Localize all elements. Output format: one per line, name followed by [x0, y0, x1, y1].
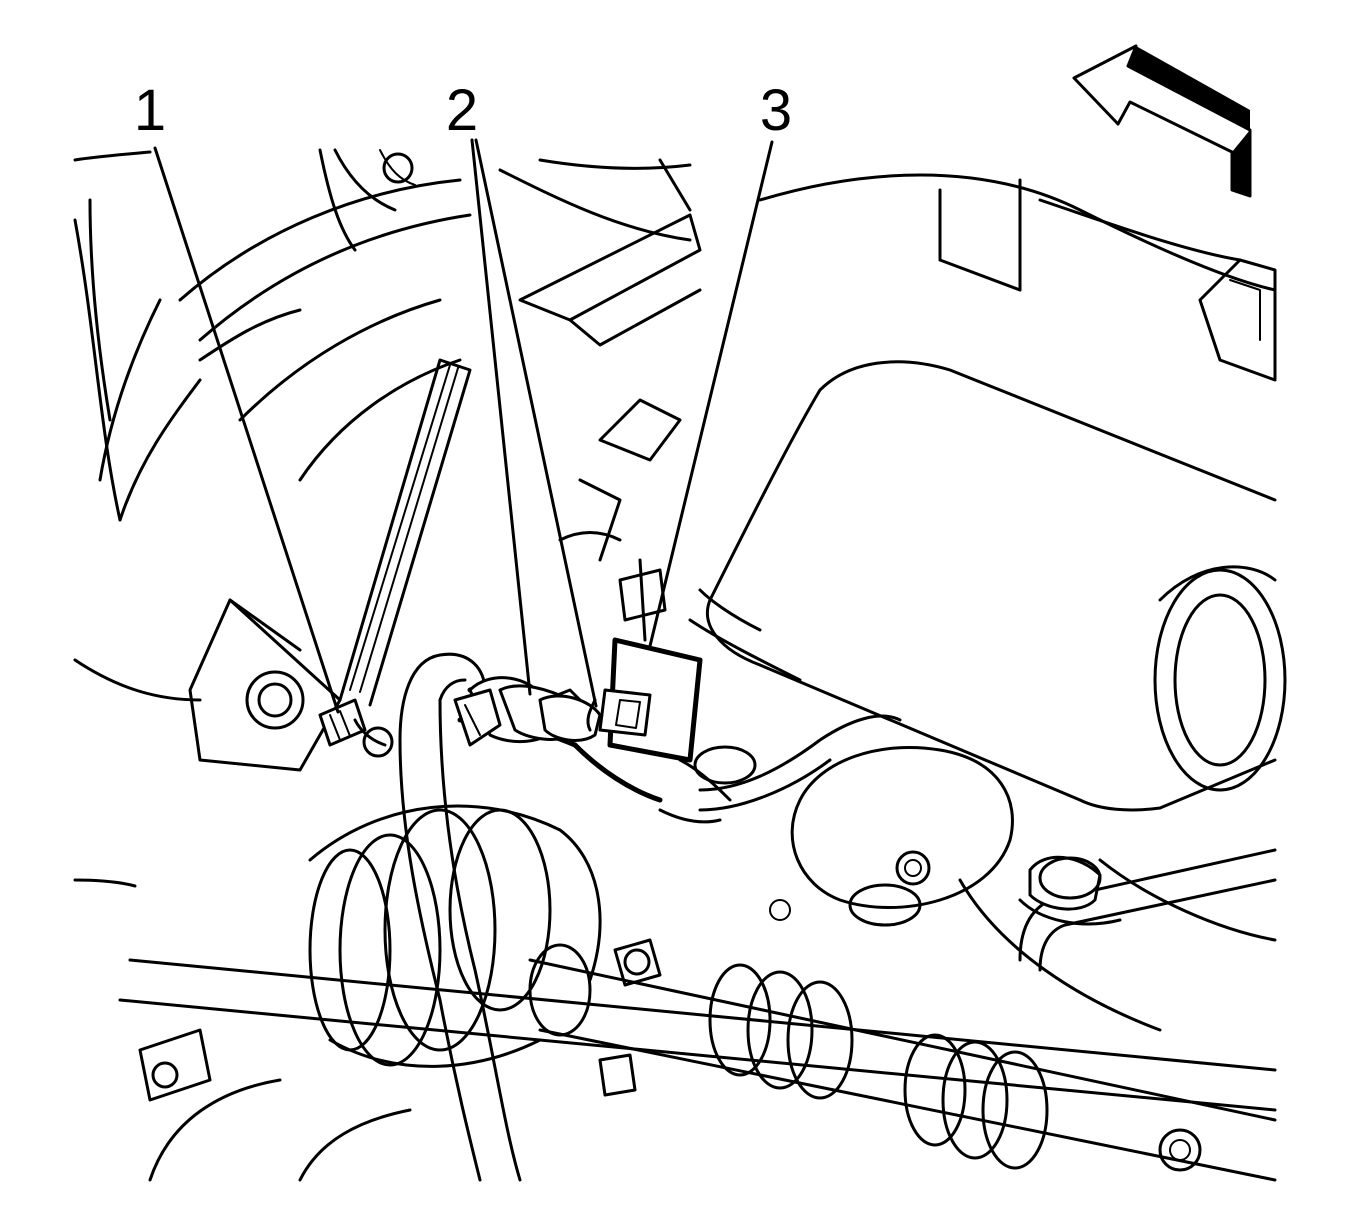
leader-line-2a [470, 138, 532, 696]
callout-label-2: 2 [445, 78, 479, 143]
leader-lines [153, 138, 774, 714]
leader-line-1 [153, 146, 340, 714]
coolant-hose [398, 652, 522, 1182]
wiring-harness [318, 398, 1277, 972]
front-direction-arrow-icon [1072, 44, 1252, 198]
callout-label-1: 1 [133, 78, 167, 143]
leader-line-2b [474, 138, 598, 708]
axle-boot [308, 804, 602, 1068]
engine-bay-background [73, 148, 1287, 1182]
callout-label-3: 3 [759, 78, 793, 143]
steering-tie-rod [528, 938, 1277, 1182]
leader-line-3 [648, 140, 774, 648]
